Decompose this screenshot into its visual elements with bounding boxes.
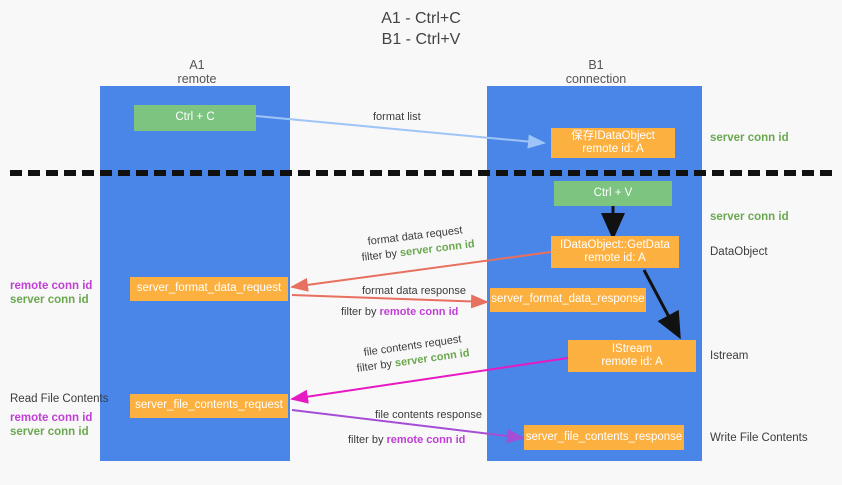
box-istream-line1: IStream: [611, 342, 653, 355]
edge-label-file-contents-response-filter: filter by remote conn id: [348, 434, 465, 447]
side-label-istream: Istream: [710, 350, 749, 362]
box-save-idataobject-line1: 保存IDataObject: [571, 129, 655, 142]
box-idataobject-getdata[interactable]: IDataObject::GetData remote id: A: [551, 236, 679, 268]
box-ctrl-v[interactable]: Ctrl + V: [554, 181, 672, 206]
box-ctrl-v-label: Ctrl + V: [593, 186, 633, 199]
side-label-server-conn-id-2: server conn id: [710, 211, 789, 223]
box-save-idataobject-line2: remote id: A: [582, 143, 644, 155]
box-save-idataobject[interactable]: 保存IDataObject remote id: A: [551, 128, 675, 158]
filter-id-4: remote conn id: [386, 434, 466, 446]
edge-label-format-list: format list: [373, 111, 421, 123]
lane-header-a1: A1 remote: [104, 58, 290, 86]
box-istream-line2: remote id: A: [601, 356, 663, 368]
edge-label-file-contents-response: file contents response: [375, 409, 483, 421]
box-server-file-contents-response[interactable]: server_file_contents_response: [524, 425, 684, 450]
side-label-server-conn-id-1: server conn id: [710, 132, 789, 144]
edge-label-format-data-response: format data response: [362, 285, 466, 297]
title-line-2: B1 - Ctrl+V: [381, 31, 461, 48]
box-getdata-line1: IDataObject::GetData: [560, 238, 670, 251]
title-line-1: A1 - Ctrl+C: [381, 10, 461, 27]
lane-b1-name: B1: [588, 58, 604, 72]
filter-prefix-3: filter by: [356, 357, 396, 375]
box-server-format-data-response-label: server_format_data_response: [491, 293, 645, 306]
filter-prefix-1: filter by: [361, 247, 401, 264]
filter-prefix-4: filter by: [348, 434, 387, 446]
phase-divider: [10, 170, 832, 176]
box-istream[interactable]: IStream remote id: A: [568, 340, 696, 372]
side-label-server-conn-id-4: server conn id: [10, 426, 89, 438]
side-label-write-file-contents: Write File Contents: [710, 432, 808, 444]
diagram-title: A1 - Ctrl+C B1 - Ctrl+V: [0, 8, 842, 50]
lane-b1-sub: connection: [565, 72, 627, 86]
box-ctrl-c-label: Ctrl + C: [175, 111, 215, 124]
box-ctrl-c[interactable]: Ctrl + C: [134, 105, 256, 131]
side-label-conn-ids-1: remote conn id server conn id: [10, 279, 92, 307]
side-label-server-conn-id-3: server conn id: [10, 294, 89, 306]
box-server-file-contents-request-label: server_file_contents_request: [135, 399, 283, 412]
lane-header-b1: B1 connection: [490, 58, 702, 86]
box-server-format-data-request[interactable]: server_format_data_request: [130, 277, 288, 301]
side-label-remote-conn-id-2: remote conn id: [10, 412, 93, 424]
side-label-conn-ids-2: remote conn id server conn id: [10, 411, 92, 439]
box-server-format-data-response[interactable]: server_format_data_response: [490, 288, 646, 312]
filter-id-2: remote conn id: [379, 306, 459, 318]
lane-a1-sub: remote: [177, 72, 217, 86]
filter-prefix-2: filter by: [341, 306, 380, 318]
side-label-dataobject: DataObject: [710, 246, 768, 258]
side-label-remote-conn-id-1: remote conn id: [10, 280, 93, 292]
box-server-file-contents-response-label: server_file_contents_response: [525, 430, 683, 443]
box-server-format-data-request-label: server_format_data_request: [136, 282, 282, 295]
box-server-file-contents-request[interactable]: server_file_contents_request: [130, 394, 288, 418]
side-label-read-file-contents: Read File Contents: [10, 393, 109, 405]
box-getdata-line2: remote id: A: [584, 252, 646, 264]
edge-label-format-data-response-filter: filter by remote conn id: [341, 306, 458, 319]
lane-a1-name: A1: [189, 58, 205, 72]
